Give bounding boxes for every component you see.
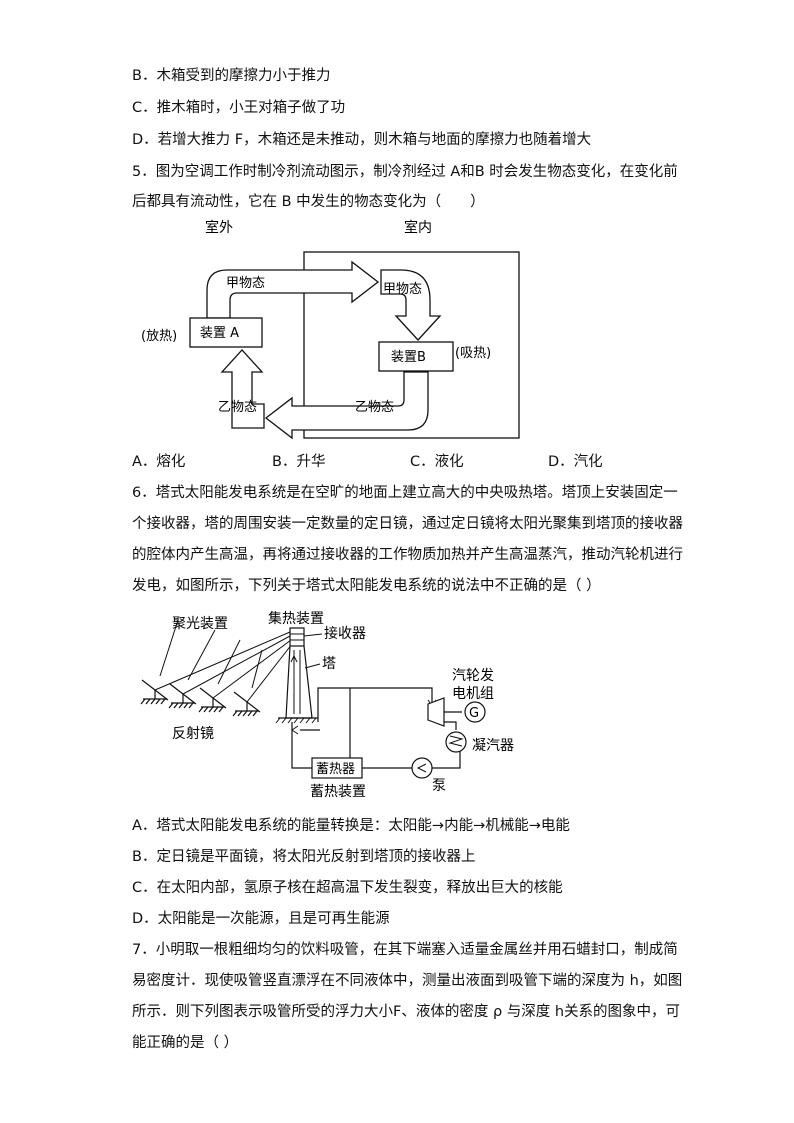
label-state-b-left: 乙物态: [218, 400, 257, 415]
q6-solar-tower-diagram: G 聚光装置 集热装置 接收器 塔 汽轮发 电机组 凝汽器 反射镜 蓄热器 泵 …: [140, 610, 514, 800]
light-rays: [154, 619, 293, 703]
q6-option-a: A．塔式太阳能发电系统的能量转换是：太阳能→内能→机械能→电能: [132, 818, 570, 834]
receiver-box: [289, 627, 305, 647]
flow-arrow-top: [206, 260, 380, 319]
q4-option-c: C．推木箱时，小王对箱子做了功: [132, 100, 346, 116]
reflector-mirrors: [140, 679, 261, 717]
q5-option-a: A．熔化: [132, 454, 186, 470]
q5-option-d: D．汽化: [548, 454, 603, 470]
label-state-a-top: 甲物态: [226, 276, 265, 291]
q6-stem-line-4: 发电，如图所示，下列关于塔式太阳能发电系统的说法中不正确的是（ ）: [132, 578, 601, 594]
q7-stem-line-2: 易密度计．现使吸管竖直漂浮在不同液体中，测量出液面到吸管下端的深度为 h，如图: [132, 973, 683, 989]
piping-network: [291, 687, 461, 769]
q6-option-c: C．在太阳内部，氢原子核在超高温下发生裂变，释放出巨大的核能: [132, 880, 563, 896]
device-b-box: [378, 341, 454, 372]
label-device-a: 装置 A: [200, 326, 239, 341]
device-a-box: [189, 317, 263, 348]
q5-option-c: C．液化: [410, 454, 464, 470]
q7-stem-line-1: 7．小明取一根粗细均匀的饮料吸管，在其下端塞入适量金属丝并用石蜡封口，制成简: [132, 942, 678, 958]
q4-option-d: D．若增大推力 F，木箱还是未推动，则木箱与地面的摩擦力也随着增大: [132, 132, 592, 148]
label-turbine-line1: 汽轮发: [452, 668, 494, 684]
q6-stem-line-1: 6．塔式太阳能发电系统是在空旷的地面上建立高大的中央吸热塔。塔顶上安装固定一: [132, 485, 678, 501]
label-turbine-line2: 电机组: [452, 686, 494, 702]
q5-option-b: B．升华: [272, 454, 326, 470]
q6-stem-line-3: 的腔体内产生高温，再将通过接收器的工作物质加热并产生高温蒸汽，推动汽轮机进行: [132, 547, 683, 563]
label-heat-store: 蓄热器: [316, 762, 355, 777]
label-absorb-heat: (吸热): [455, 346, 491, 361]
label-condenser: 凝汽器: [472, 738, 514, 754]
label-pump: 泵: [432, 778, 446, 794]
label-focusing-device: 聚光装置: [172, 616, 228, 632]
label-reflector: 反射镜: [172, 726, 214, 742]
q7-stem-line-4: 能正确的是（ ）: [132, 1035, 239, 1051]
tower: [285, 645, 313, 719]
label-receiver: 接收器: [324, 625, 366, 642]
q6-stem-line-2: 个接收器，塔的周围安装一定数量的定日镜，通过定日镜将太阳光聚集到塔顶的接收器: [132, 516, 683, 532]
generator-icon: [464, 701, 486, 723]
label-release-heat: (放热): [141, 329, 177, 344]
label-heat-storage-device: 蓄热装置: [310, 784, 366, 800]
label-heat-collector: 集热装置: [268, 610, 324, 627]
q6-option-b: B．定日镜是平面镜，将太阳光反射到塔顶的接收器上: [132, 849, 476, 865]
label-state-a-right: 甲物态: [383, 282, 422, 297]
indoor-room-box: [303, 251, 520, 439]
label-indoor: 室内: [404, 219, 432, 236]
flow-arrow-right: [380, 269, 442, 341]
heat-store-box: [311, 757, 363, 779]
q5-stem-line-1: 5．图为空调工作时制冷剂流动图示，制冷剂经过 A和B 时会发生物态变化，在变化前: [132, 164, 678, 180]
pump-icon: [411, 757, 433, 779]
q4-option-b: B．木箱受到的摩擦力小于推力: [132, 68, 331, 84]
mirror-4: [232, 691, 261, 717]
generator-symbol: G: [469, 706, 479, 721]
flow-arrow-left: [220, 349, 265, 429]
flow-arrow-bottom: [264, 371, 429, 440]
label-device-b: 装置B: [391, 350, 426, 365]
condenser-icon: [445, 731, 467, 753]
q6-option-d: D．太阳能是一次能源，且是可再生能源: [132, 911, 390, 927]
turbine: [427, 697, 445, 727]
label-state-b-bottom: 乙物态: [355, 400, 394, 415]
q7-stem-line-3: 所示．则下列图表示吸管所受的浮力大小F、液体的密度 ρ 与深度 h关系的图象中，…: [132, 1004, 681, 1020]
label-tower: 塔: [322, 656, 336, 672]
mirror-2: [168, 683, 197, 709]
q5-stem-line-2: 后都具有流动性，它在 B 中发生的物态变化为（ ）: [132, 194, 485, 210]
q5-aircon-diagram: 室外 室内 甲物态 甲物态 装置 A 装置B (放热) (吸热) 乙物态 乙物态: [141, 219, 520, 440]
mirror-1: [140, 679, 169, 705]
label-outdoor: 室外: [205, 219, 233, 236]
